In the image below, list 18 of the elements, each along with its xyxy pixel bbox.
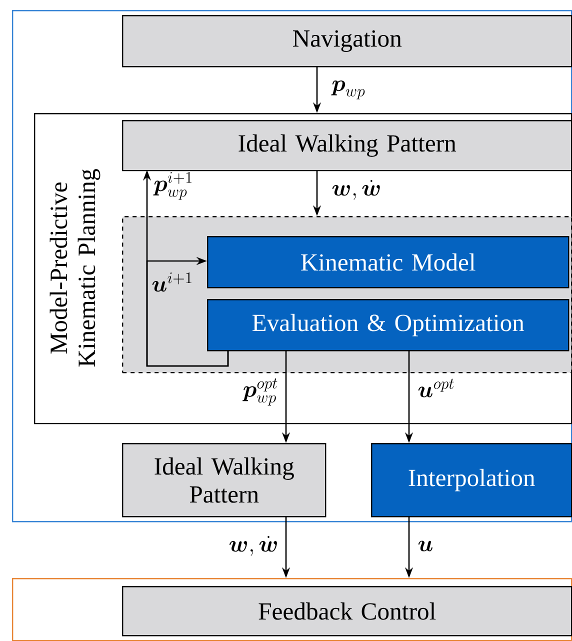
edge-label: $\boldsymbol{u}$ [418, 540, 433, 552]
process-box: Interpolation [371, 443, 572, 518]
control-frame [12, 578, 572, 641]
frame-heading: Model-Predictive Kinematic Planning [50, 169, 100, 367]
process-box: Ideal Walking Pattern [122, 120, 572, 172]
process-box: Navigation [122, 15, 572, 68]
edge-label: $\boldsymbol{w},\dot{\boldsymbol{w}}$ [332, 180, 380, 200]
edge-label: $\boldsymbol{u}^{i+1}$ [152, 272, 192, 292]
edge-label: $\boldsymbol{p}_{wp}^{opt}$ [242, 378, 278, 406]
arrow [146, 256, 229, 367]
edge-label: $\boldsymbol{p}_{wp}$ [331, 80, 365, 100]
process-box: Evaluation & Optimization [207, 298, 570, 352]
process-box: Ideal Walking Pattern [122, 443, 326, 518]
edge-label: $\boldsymbol{p}_{wp}^{i+1}$ [153, 172, 192, 200]
edge-label: $\boldsymbol{u}^{opt}$ [418, 378, 454, 398]
process-box: Feedback Control [122, 586, 572, 636]
edge-label: $\boldsymbol{w},\dot{\boldsymbol{w}}$ [229, 536, 277, 556]
process-box: Kinematic Model [207, 236, 570, 288]
